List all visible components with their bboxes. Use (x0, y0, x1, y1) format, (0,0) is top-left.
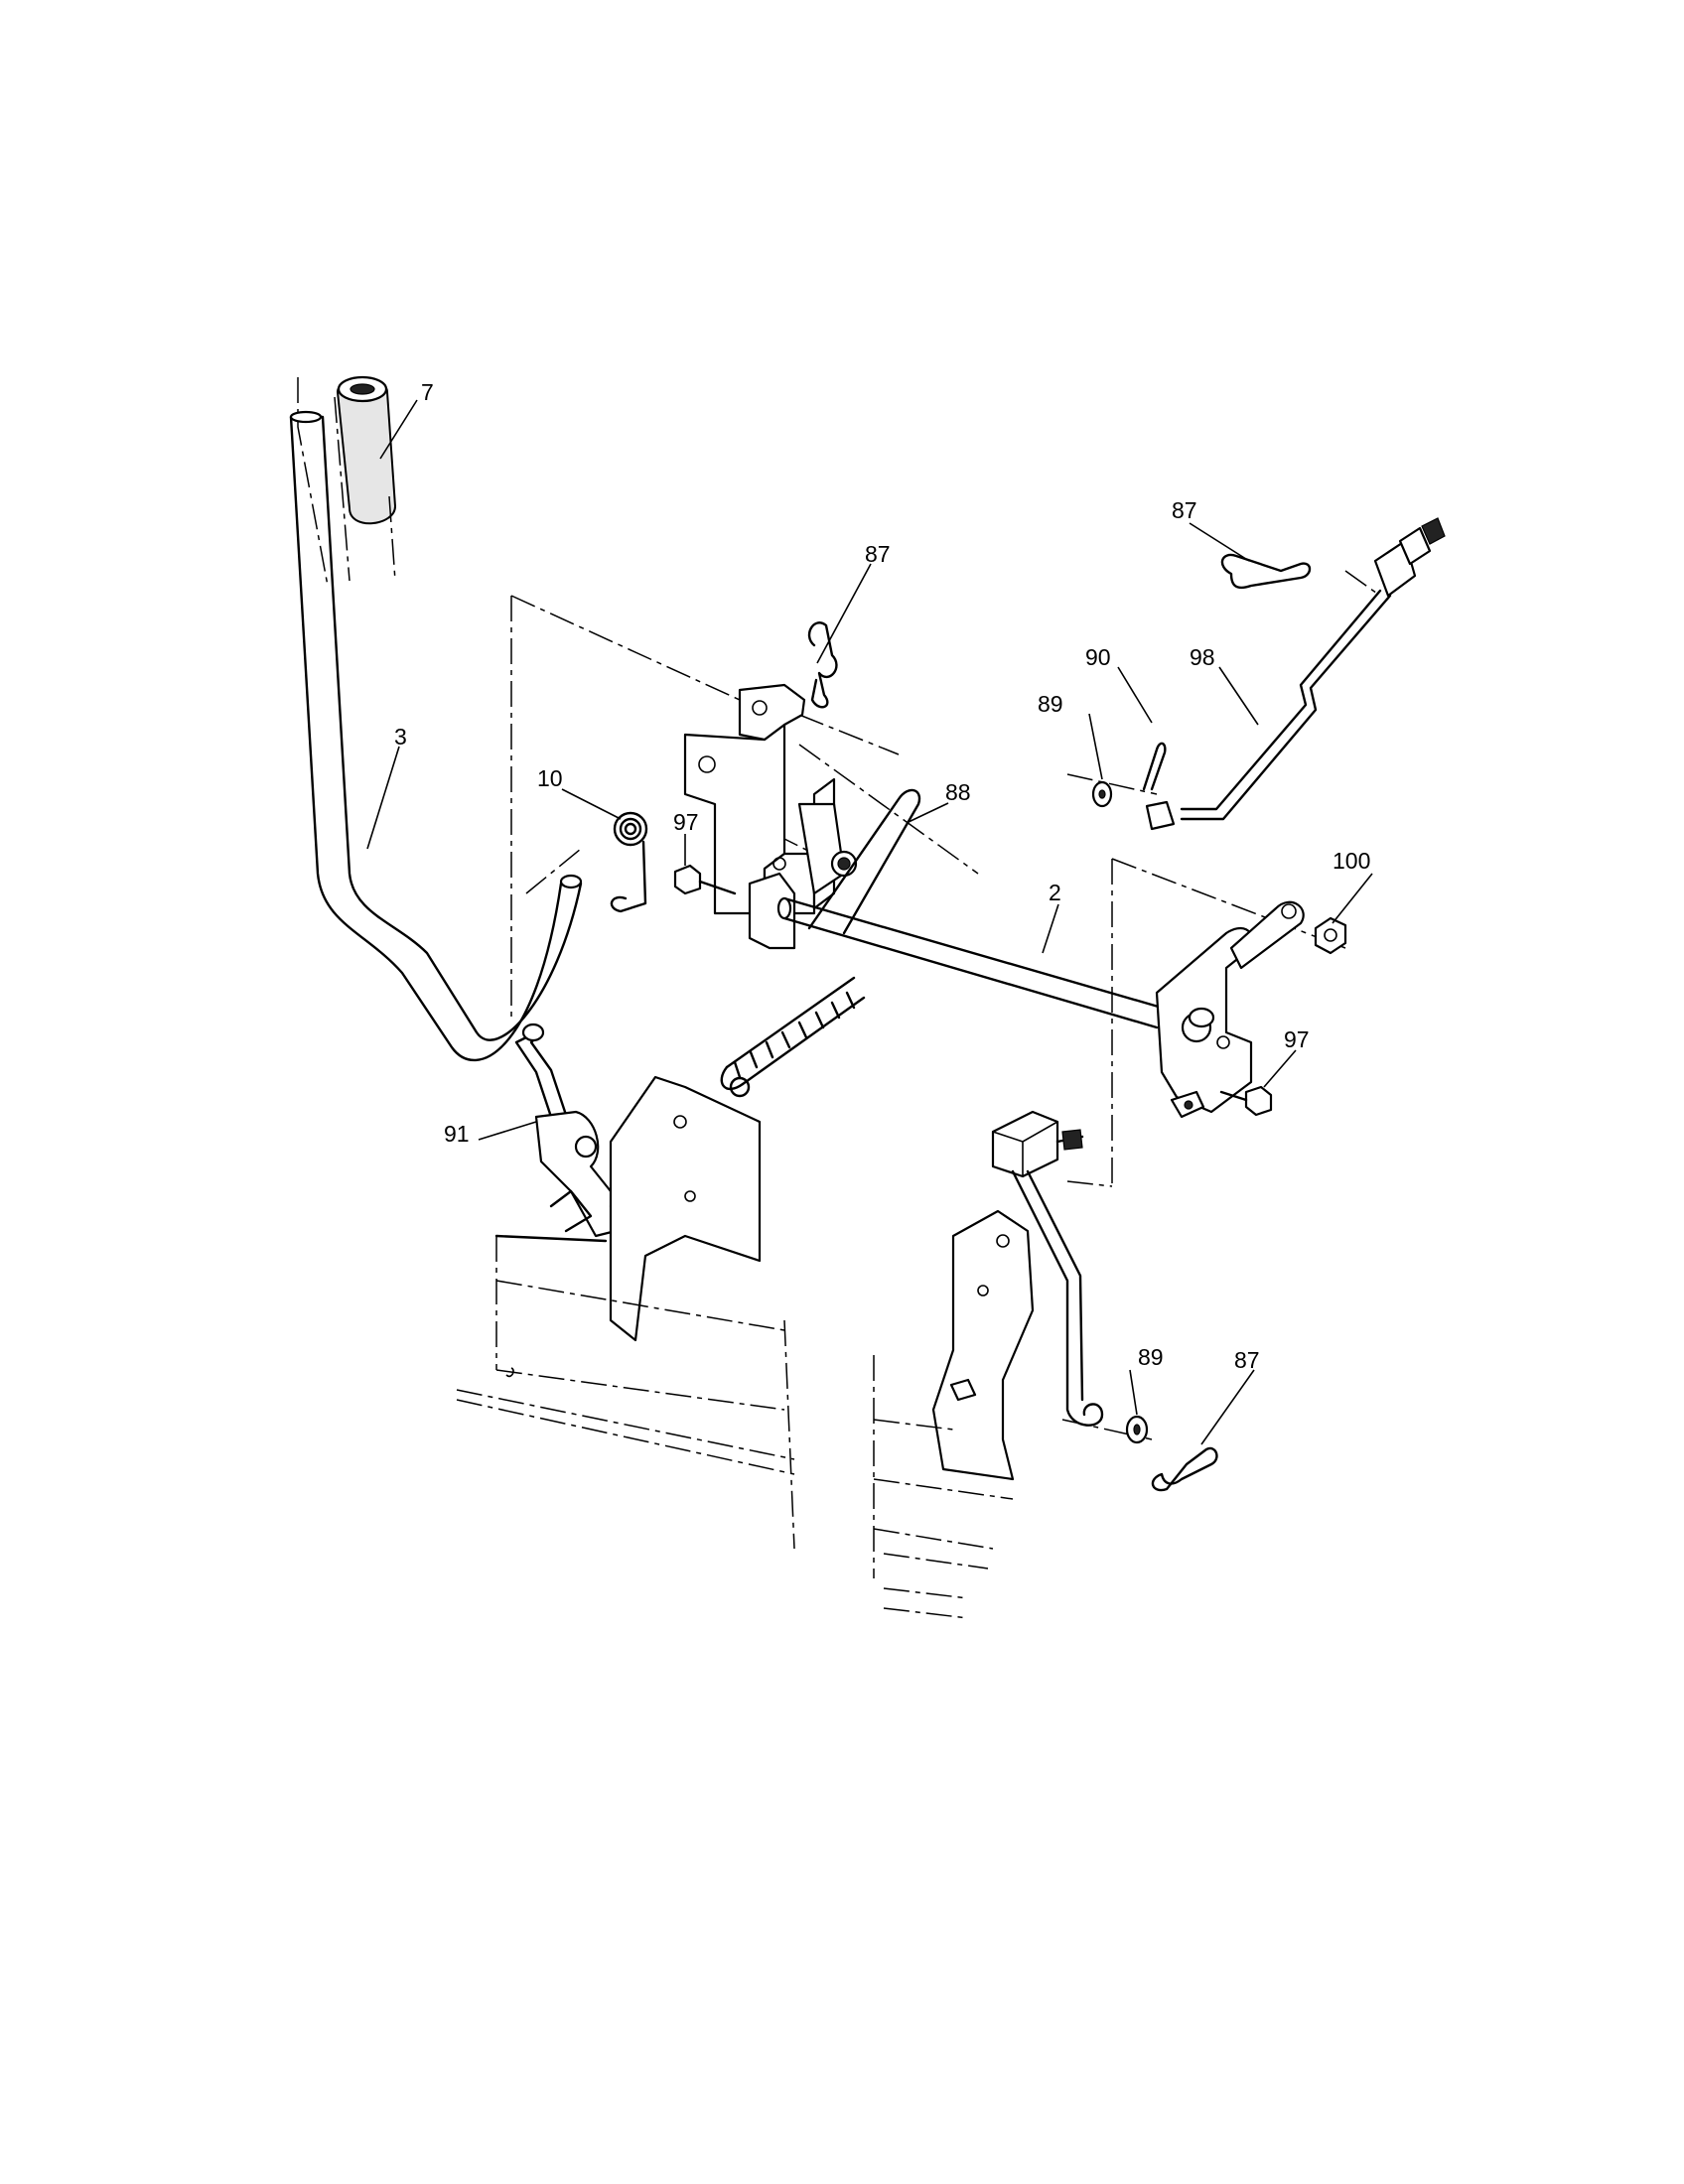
left-deck-outline (456, 1234, 795, 1550)
callout-89-bottom: 89 (1138, 1344, 1164, 1370)
bolt-part-97-left (673, 864, 737, 895)
callout-97-left: 97 (673, 809, 699, 835)
lift-shaft-part-2 (776, 896, 1164, 1029)
hairpin-clip-part-87-top (807, 621, 838, 709)
callout-87-right: 87 (1172, 497, 1197, 523)
callout-3: 3 (394, 724, 407, 750)
spring-rod-part-88 (807, 788, 921, 935)
hairpin-clip-part-87-bottom (1151, 1446, 1218, 1492)
lift-handle-part-3 (289, 410, 583, 1062)
callout-100: 100 (1333, 848, 1370, 874)
callout-89-top: 89 (1038, 691, 1063, 717)
handle-grip-part-7 (334, 375, 397, 582)
torsion-spring-part-10 (610, 811, 648, 913)
callout-2: 2 (1049, 880, 1061, 905)
leader-lines (366, 399, 1373, 1445)
right-lift-link (991, 1110, 1104, 1427)
right-deck-bracket (931, 1209, 1035, 1481)
callout-98: 98 (1190, 644, 1215, 670)
callout-labels: 7 3 87 87 90 98 89 10 97 88 100 2 97 91 … (394, 379, 1370, 1373)
callout-88: 88 (945, 779, 971, 805)
mount-bracket (683, 683, 858, 950)
hairpin-clip-part-87-right (1220, 553, 1312, 590)
callout-90: 90 (1085, 644, 1111, 670)
left-deck-bracket (609, 1075, 762, 1342)
washer-part-89-bottom (1125, 1415, 1149, 1444)
callout-10: 10 (537, 765, 563, 791)
extension-spring (720, 976, 866, 1098)
callout-87-top: 87 (865, 541, 891, 567)
clip-part-90 (1142, 742, 1167, 791)
hex-nut-part-100 (1314, 916, 1347, 955)
lift-link-rod-part-98 (1145, 517, 1446, 831)
callout-91: 91 (444, 1121, 470, 1147)
callout-87-bottom: 87 (1234, 1347, 1260, 1373)
callout-7: 7 (421, 379, 434, 405)
right-deck-outline (873, 1355, 1014, 1619)
washer-part-89-top (1091, 780, 1113, 808)
bolt-part-97-right (1219, 1085, 1273, 1117)
right-lift-bracket (1155, 900, 1305, 1119)
phantom-lines (297, 377, 1381, 1440)
callout-97-right: 97 (1284, 1026, 1310, 1052)
